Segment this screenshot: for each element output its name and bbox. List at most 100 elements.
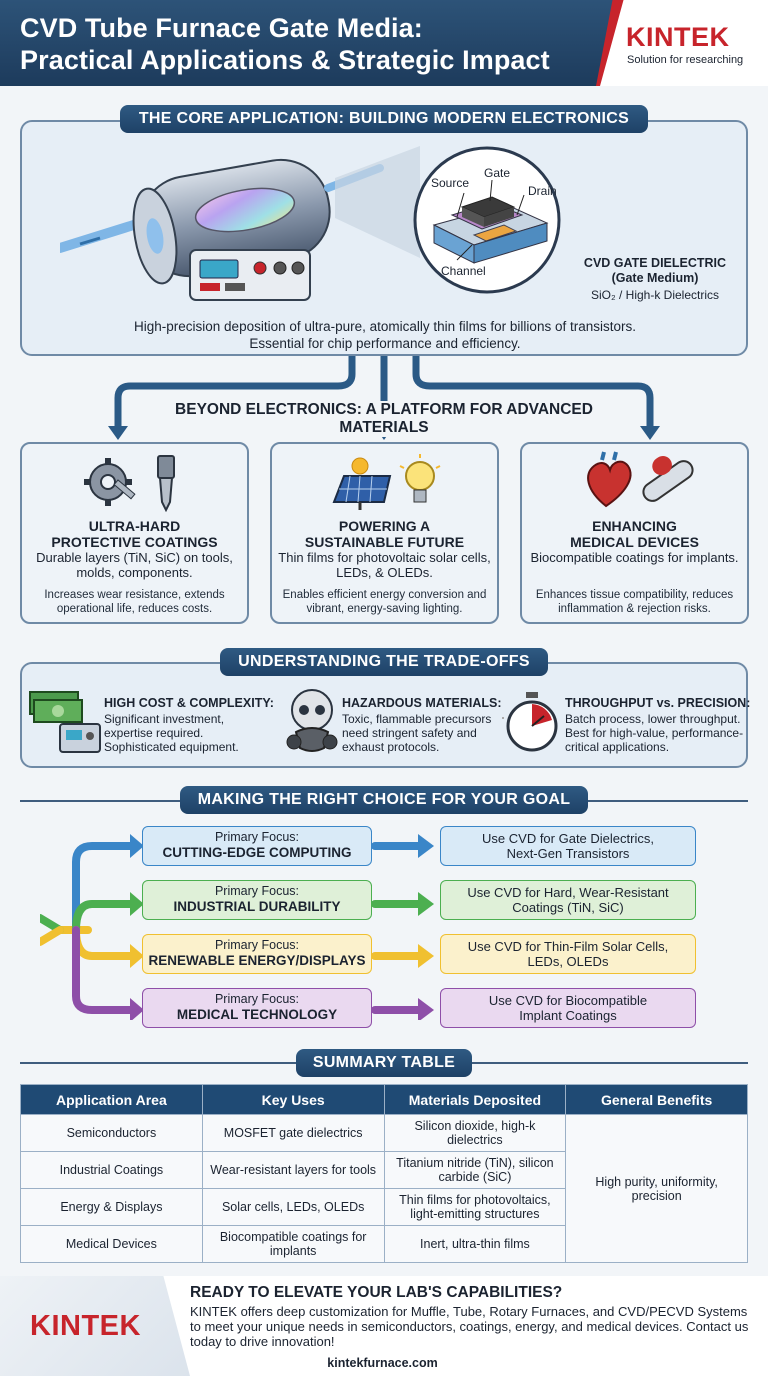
money-machine-icon [29,691,101,753]
summary-table: Application Area Key Uses Materials Depo… [20,1084,748,1263]
heart-stent-icon [587,451,694,508]
table-cell: Silicon dioxide, high-k dielectrics [383,1114,567,1152]
footer-logo-panel [0,1276,190,1376]
core-caption-line-1: High-precision deposition of ultra-pure,… [134,319,636,334]
card-2-note: Enables efficient energy conversion and … [282,589,487,615]
column-header: Materials Deposited [383,1084,567,1115]
gear-wrench-icon [84,455,175,512]
footer-text: KINTEK offers deep customization for Muf… [190,1304,749,1349]
tradeoff-3-title: THROUGHPUT vs. PRECISION: [565,696,751,710]
tube-furnace-illustration [60,146,420,301]
use-line-1: Use CVD for Biocompatible [488,993,648,1008]
card-sustainable-future: POWERING A SUSTAINABLE FUTURE Thin films… [270,442,499,624]
table-cell: Semiconductors [20,1114,203,1152]
card-3-title: ENHANCING MEDICAL DEVICES [522,518,747,550]
title-line-2: Practical Applications & Strategic Impac… [20,45,550,75]
solar-panel-bulb-icon [332,454,441,510]
table-cell: Energy & Displays [20,1188,203,1226]
focus-label: CUTTING-EDGE COMPUTING [162,845,352,860]
card-1-note: Increases wear resistance, extends opera… [44,589,225,615]
stopwatch-icon [502,692,558,752]
focus-prefix: Primary Focus: [214,938,300,952]
card-3-desc: Biocompatible coatings for implants. [530,550,739,565]
use-line-1: Use CVD for Hard, Wear-Resistant [467,885,669,900]
use-line-2: Coatings (TiN, SiC) [512,900,624,915]
core-caption: High-precision deposition of ultra-pure,… [40,318,730,352]
label-source: Source [431,176,470,190]
table-cell: MOSFET gate dielectrics [201,1114,385,1152]
beyond-heading: BEYOND ELECTRONICS: A PLATFORM FOR ADVAN… [130,401,638,437]
choice-heading: MAKING THE RIGHT CHOICE FOR YOUR GOAL [180,786,588,814]
focus-box-computing: Primary Focus: CUTTING-EDGE COMPUTING [142,826,372,866]
use-line-2: Next-Gen Transistors [506,846,630,861]
skull-gas-mask-icon [286,689,338,752]
gate-dielectric-title: CVD GATE DIELECTRIC (Gate Medium) [560,256,750,286]
footer-website-link[interactable]: kintekfurnace.com [327,1356,438,1370]
card-3-note: Enhances tissue compatibility, reduces i… [535,589,734,615]
column-header: General Benefits [565,1084,748,1115]
use-box-computing: Use CVD for Gate Dielectrics,Next-Gen Tr… [440,826,696,866]
card-1-title-line-2: PROTECTIVE COATINGS [51,534,218,550]
focus-prefix: Primary Focus: [214,830,300,844]
column-header: Application Area [20,1084,203,1115]
transistor-magnifier [413,146,561,294]
tradeoff-1-title: HIGH COST & COMPLEXITY: [104,696,274,710]
card-2-title-line-2: SUSTAINABLE FUTURE [304,534,465,550]
table-cell: Wear-resistant layers for tools [201,1151,385,1189]
card-2-title: POWERING A SUSTAINABLE FUTURE [272,518,497,550]
use-box-renewable: Use CVD for Thin-Film Solar Cells,LEDs, … [440,934,696,974]
tradeoff-1-desc: Significant investment, expertise requir… [104,712,239,754]
page-title: CVD Tube Furnace Gate Media: Practical A… [20,12,600,76]
tradeoff-3-desc: Batch process, lower throughput. Best fo… [565,712,744,754]
core-caption-line-2: Essential for chip performance and effic… [249,336,521,351]
focus-box-renewable: Primary Focus: RENEWABLE ENERGY/DISPLAYS [142,934,372,974]
table-cell: Biocompatible coatings for implants [201,1225,385,1263]
table-cell: Industrial Coatings [20,1151,203,1189]
use-line-1: Use CVD for Gate Dielectrics, [482,831,654,846]
gate-dielectric-materials: SiO₂ / High-k Dielectrics [590,288,719,302]
core-heading: THE CORE APPLICATION: BUILDING MODERN EL… [120,105,648,133]
label-drain: Drain [528,184,557,198]
table-cell: Titanium nitride (TiN), silicon carbide … [383,1151,567,1189]
use-line-2: LEDs, OLEDs [527,954,609,969]
use-line-2: Implant Coatings [519,1008,617,1023]
table-cell: Medical Devices [20,1225,203,1263]
choice-flow-arrows [40,834,434,1020]
table-header-row: Application Area Key Uses Materials Depo… [20,1084,748,1115]
label-channel: Channel [441,264,486,278]
brand-logo[interactable]: KINTEK [626,22,730,52]
card-2-title-line-1: POWERING A [338,518,431,534]
gate-title-line-2: (Gate Medium) [611,271,699,285]
gate-title-line-1: CVD GATE DIELECTRIC [583,256,727,270]
focus-box-durability: Primary Focus: INDUSTRIAL DURABILITY [142,880,372,920]
table-row: Energy & Displays Solar cells, LEDs, OLE… [20,1188,748,1226]
use-line-1: Use CVD for Thin-Film Solar Cells, [467,939,669,954]
focus-label: INDUSTRIAL DURABILITY [173,899,341,914]
focus-label: RENEWABLE ENERGY/DISPLAYS [148,953,366,968]
focus-box-medical: Primary Focus: MEDICAL TECHNOLOGY [142,988,372,1028]
card-2-desc: Thin films for photovoltaic solar cells,… [278,550,491,580]
card-3-title-line-2: MEDICAL DEVICES [570,534,699,550]
benefits-cell: High purity, uniformity, precision [565,1114,748,1263]
footer-brand-logo[interactable]: KINTEK [30,1310,141,1342]
table-cell: Thin films for photovoltaics, light-emit… [383,1188,567,1226]
table-row: Semiconductors MOSFET gate dielectrics S… [20,1114,748,1263]
card-protective-coatings: ULTRA-HARD PROTECTIVE COATINGS Durable l… [20,442,249,624]
card-1-title-line-1: ULTRA-HARD [88,518,181,534]
tradeoffs-heading: UNDERSTANDING THE TRADE-OFFS [220,648,548,676]
tradeoff-2-desc: Toxic, flammable precursors need stringe… [342,712,492,754]
card-1-desc: Durable layers (TiN, SiC) on tools, mold… [36,550,233,580]
tradeoff-2-title: HAZARDOUS MATERIALS: [342,696,502,710]
table-row: Medical Devices Biocompatible coatings f… [20,1225,748,1263]
table-cell: Inert, ultra-thin films [383,1225,567,1263]
table-row: Industrial Coatings Wear-resistant layer… [20,1151,748,1189]
focus-prefix: Primary Focus: [214,992,300,1006]
card-3-title-line-1: ENHANCING [592,518,677,534]
summary-heading: SUMMARY TABLE [296,1049,472,1077]
logo-panel [600,0,768,86]
focus-prefix: Primary Focus: [214,884,300,898]
label-gate: Gate [484,166,511,180]
card-1-title: ULTRA-HARD PROTECTIVE COATINGS [22,518,247,550]
